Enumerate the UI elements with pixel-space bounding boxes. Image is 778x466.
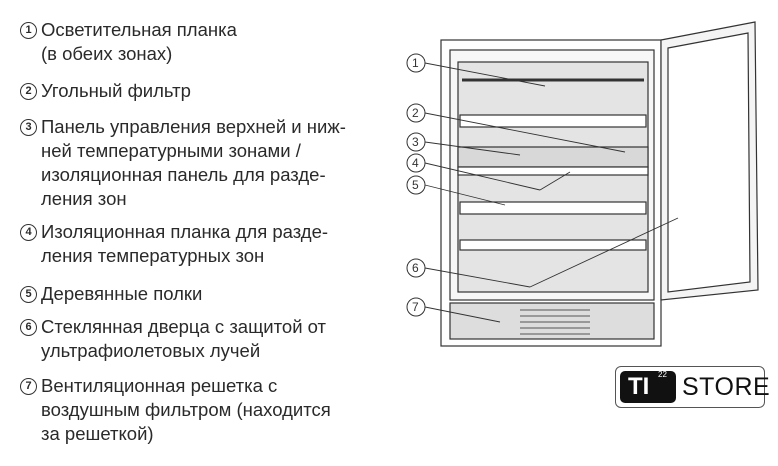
- legend-text: Осветительная планка: [41, 19, 237, 40]
- callout-3: 3: [412, 135, 419, 149]
- callout-4: 4: [412, 156, 419, 170]
- number-badge: 2: [20, 83, 37, 100]
- legend-text: изоляционная панель для разде-: [41, 164, 326, 185]
- legend-text: ней температурными зонами /: [41, 140, 301, 161]
- number-badge: 7: [20, 378, 37, 395]
- logo-superscript: 22: [658, 370, 667, 379]
- number-badge: 3: [20, 119, 37, 136]
- callout-2: 2: [412, 106, 419, 120]
- shelf: [459, 239, 647, 251]
- callout-7: 7: [412, 300, 419, 314]
- logo-ti: TI: [620, 371, 676, 403]
- number-badge: 1: [20, 22, 37, 39]
- legend-text: за решеткой): [41, 423, 154, 444]
- callouts: 1 2 3 4 5 6 7: [406, 53, 679, 323]
- legend-text: (в обеих зонах): [41, 43, 173, 64]
- callout-6: 6: [412, 261, 419, 275]
- divider-strip: [457, 166, 649, 176]
- callout-5: 5: [412, 178, 419, 192]
- callout-1: 1: [412, 56, 419, 70]
- legend-text: Панель управления верхней и ниж-: [41, 116, 346, 137]
- legend-item-1: 1 Осветительная планка (в обеих зонах): [20, 18, 237, 66]
- tistore-logo: TI 22 STORE: [615, 366, 770, 408]
- shelf: [459, 114, 647, 128]
- shelf: [459, 201, 647, 215]
- legend-text: Изоляционная планка для разде-: [41, 221, 329, 242]
- number-badge: 5: [20, 286, 37, 303]
- ventilation-grille: [449, 302, 655, 340]
- legend-item-3: 3 Панель управления верхней и ниж-ней те…: [20, 115, 346, 211]
- legend-text: Вентиляционная решетка с: [41, 375, 278, 396]
- legend-text: ления температурных зон: [41, 245, 265, 266]
- legend-text: ления зон: [41, 188, 127, 209]
- logo-store: STORE: [682, 373, 771, 401]
- legend-text: Деревянные полки: [41, 283, 203, 304]
- legend-text: Стеклянная дверца с защитой от: [41, 316, 327, 337]
- legend-item-7: 7 Вентиляционная решетка с воздушным филь…: [20, 374, 331, 446]
- legend-item-5: 5 Деревянные полки: [20, 282, 202, 306]
- number-badge: 4: [20, 224, 37, 241]
- number-badge: 6: [20, 319, 37, 336]
- legend-text: воздушным фильтром (находится: [41, 399, 331, 420]
- legend-item-6: 6 Стеклянная дверца с защитой от ультрафи…: [20, 315, 326, 363]
- legend-text: ультрафиолетовых лучей: [41, 340, 261, 361]
- legend-item-4: 4 Изоляционная планка для разде-ления те…: [20, 220, 328, 268]
- legend-item-2: 2 Угольный фильтр: [20, 79, 191, 103]
- legend-text: Угольный фильтр: [41, 80, 191, 101]
- fridge-interior: [457, 61, 649, 293]
